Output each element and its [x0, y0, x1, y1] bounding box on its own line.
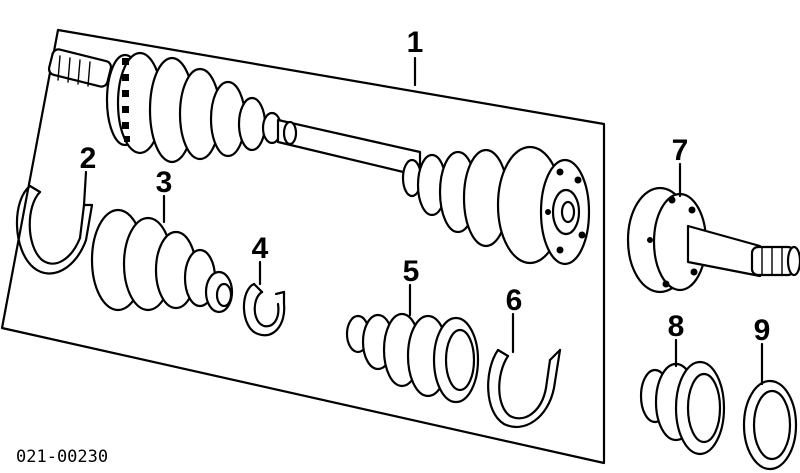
part-6-boot-band	[487, 348, 562, 429]
callout-8: 8	[668, 310, 685, 343]
part-9-seal-ring	[742, 379, 798, 471]
callout-7: 7	[672, 134, 689, 167]
callout-6: 6	[506, 284, 523, 317]
callout-5: 5	[403, 255, 420, 288]
part-1-drive-shaft-assembly	[47, 48, 591, 266]
part-2-boot-band	[15, 184, 94, 275]
part-5-inner-boot	[345, 312, 480, 404]
part-4-small-clamp	[242, 282, 286, 337]
callout-9: 9	[754, 314, 771, 347]
callout-2: 2	[80, 142, 97, 175]
assembly-panel	[0, 28, 606, 465]
drawing-code: 021-00230	[16, 447, 108, 467]
part-7-stub-axle	[626, 186, 800, 294]
part-8-boot-kit	[639, 360, 726, 456]
callout-1: 1	[407, 26, 424, 59]
part-3-outer-boot	[90, 208, 234, 314]
leader-lines	[82, 56, 764, 386]
callout-4: 4	[252, 232, 269, 265]
callout-3: 3	[156, 166, 173, 199]
